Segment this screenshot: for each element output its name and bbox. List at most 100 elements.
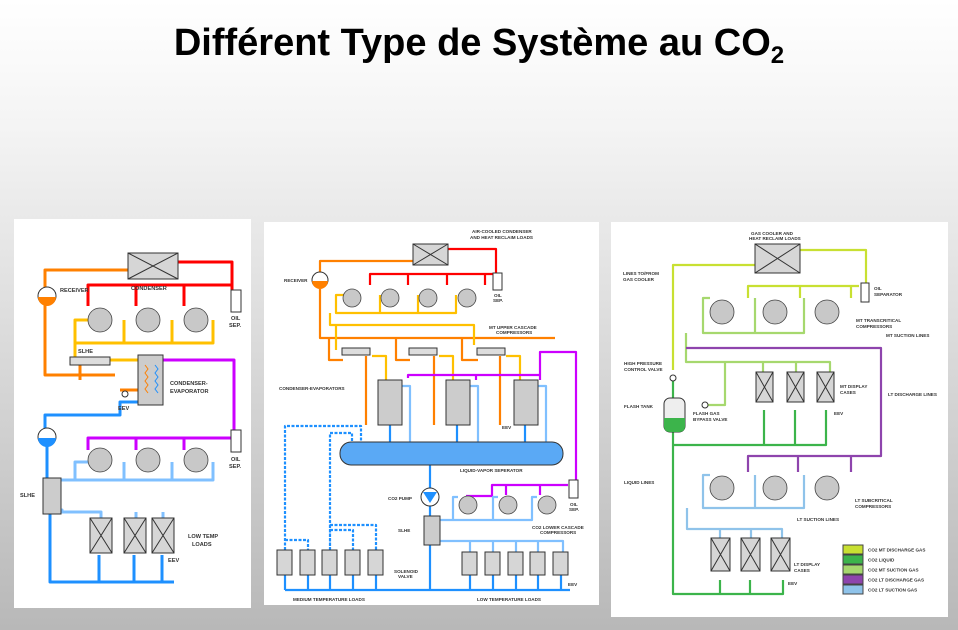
svg-text:MT SUCTION LINES: MT SUCTION LINES	[886, 333, 929, 338]
right-diagram: GAS COOLER AND HEAT RECLAIM LOADS LINES …	[623, 231, 937, 596]
svg-text:CO2 LOWER CASCADE: CO2 LOWER CASCADE	[532, 525, 584, 530]
svg-text:LT SUBCRITICAL: LT SUBCRITICAL	[855, 498, 893, 503]
svg-text:LOW TEMP: LOW TEMP	[188, 534, 218, 540]
svg-text:OIL: OIL	[874, 286, 882, 291]
legend-swatch	[842, 574, 864, 585]
svg-text:EEV: EEV	[502, 425, 512, 430]
compressor	[87, 447, 113, 473]
compressor	[183, 447, 209, 473]
svg-text:CONTROL VALVE: CONTROL VALVE	[624, 367, 663, 372]
svg-text:HEAT RECLAIM LOADS: HEAT RECLAIM LOADS	[749, 236, 801, 241]
svg-text:CONDENSER-EVAPORATORS: CONDENSER-EVAPORATORS	[279, 386, 345, 391]
svg-text:COMPRESSORS: COMPRESSORS	[855, 504, 891, 509]
svg-text:AND HEAT RECLAIM LOADS: AND HEAT RECLAIM LOADS	[470, 235, 533, 240]
svg-text:LOW TEMPERATURE LOADS: LOW TEMPERATURE LOADS	[477, 597, 541, 602]
oil-separator	[860, 282, 870, 303]
condenser-evaporator	[445, 379, 471, 426]
legend-label: CO2 LT DISCHARGE GAS	[868, 578, 924, 583]
svg-text:COMPRESSORS: COMPRESSORS	[496, 330, 532, 335]
legend-label: CO2 MT DISCHARGE GAS	[868, 548, 925, 553]
legend-swatch	[842, 564, 864, 575]
legend-swatch	[842, 554, 864, 565]
svg-text:LINES TO/FROM: LINES TO/FROM	[623, 271, 659, 276]
svg-text:LIQUID LINES: LIQUID LINES	[624, 480, 654, 485]
left-diagram: RECEIVER CONDENSER OIL SEP. SLHE CONDENS…	[20, 252, 242, 584]
svg-text:VALVE: VALVE	[398, 574, 413, 579]
svg-text:SEP.: SEP.	[493, 298, 503, 303]
oil-separator-2	[568, 479, 579, 499]
svg-text:CO2 PUMP: CO2 PUMP	[388, 496, 412, 501]
svg-text:CONDENSER: CONDENSER	[131, 286, 167, 292]
svg-text:EEV: EEV	[788, 581, 798, 586]
compressor	[814, 475, 840, 501]
compressor	[458, 495, 478, 515]
svg-text:SEPARATOR: SEPARATOR	[874, 292, 903, 297]
svg-text:OIL: OIL	[231, 316, 241, 322]
svg-text:LT SUCTION LINES: LT SUCTION LINES	[797, 517, 839, 522]
slhe-2	[42, 477, 62, 515]
liquid-vapor-separator	[339, 441, 564, 466]
header	[408, 347, 438, 356]
svg-text:MT DISPLAY: MT DISPLAY	[840, 384, 867, 389]
svg-text:RECEIVER: RECEIVER	[60, 288, 89, 294]
compressor	[709, 299, 735, 325]
high-pressure-valve	[669, 374, 677, 382]
compressor	[87, 307, 113, 333]
compressor	[709, 475, 735, 501]
svg-text:GAS COOLER: GAS COOLER	[623, 277, 655, 282]
svg-text:EEV: EEV	[834, 411, 844, 416]
svg-text:SEP.: SEP.	[229, 464, 241, 470]
compressor	[457, 288, 477, 308]
eev-valve	[121, 390, 129, 398]
mt-loads	[276, 549, 569, 576]
compressor	[762, 299, 788, 325]
compressor	[814, 299, 840, 325]
svg-text:COMPRESSORS: COMPRESSORS	[540, 530, 576, 535]
slhe	[423, 515, 441, 546]
slhe	[69, 356, 111, 366]
header	[476, 347, 506, 356]
svg-text:FLASH GAS: FLASH GAS	[693, 411, 720, 416]
header	[341, 347, 371, 356]
svg-text:SLHE: SLHE	[398, 528, 410, 533]
svg-text:RECEIVER: RECEIVER	[284, 278, 308, 283]
svg-text:GAS COOLER AND: GAS COOLER AND	[751, 231, 794, 236]
oil-separator	[492, 272, 503, 291]
svg-text:SOLENOID: SOLENOID	[394, 569, 419, 574]
svg-text:EEV: EEV	[568, 582, 578, 587]
svg-text:SLHE: SLHE	[20, 493, 35, 499]
compressor	[380, 288, 400, 308]
svg-text:EVAPORATOR: EVAPORATOR	[170, 389, 209, 395]
svg-text:MT TRANSCRITICAL: MT TRANSCRITICAL	[856, 318, 901, 323]
compressor	[342, 288, 362, 308]
compressor	[537, 495, 557, 515]
svg-text:LT DISCHARGE LINES: LT DISCHARGE LINES	[888, 392, 937, 397]
slide-title: Différent Type de Système au CO2	[173, 22, 785, 69]
svg-text:LIQUID-VAPOR SEPERATOR: LIQUID-VAPOR SEPERATOR	[460, 468, 523, 473]
svg-text:CONDENSER-: CONDENSER-	[170, 381, 208, 387]
compressor	[418, 288, 438, 308]
svg-text:LT DISPLAY: LT DISPLAY	[794, 562, 820, 567]
legend-swatch	[842, 544, 864, 555]
svg-text:OIL: OIL	[231, 457, 241, 463]
svg-text:CASES: CASES	[794, 568, 810, 573]
middle-diagram: AIR-COOLED CONDENSER AND HEAT RECLAIM LO…	[276, 229, 584, 602]
legend-label: CO2 LT SUCTION GAS	[868, 588, 917, 593]
oil-separator	[230, 289, 242, 313]
compressor	[762, 475, 788, 501]
compressor	[183, 307, 209, 333]
svg-text:OIL: OIL	[494, 293, 502, 298]
flash-gas-bypass-valve	[701, 401, 709, 409]
svg-text:CASES: CASES	[840, 390, 856, 395]
compressor	[135, 447, 161, 473]
compressor	[135, 307, 161, 333]
svg-text:AIR-COOLED CONDENSER: AIR-COOLED CONDENSER	[472, 229, 532, 234]
svg-text:SLHE: SLHE	[78, 349, 93, 355]
oil-separator-2	[230, 429, 242, 453]
svg-text:COMPRESSORS: COMPRESSORS	[856, 324, 892, 329]
compressor	[498, 495, 518, 515]
condenser-evaporator	[377, 379, 403, 426]
legend-label: CO2 MT SUCTION GAS	[868, 568, 919, 573]
